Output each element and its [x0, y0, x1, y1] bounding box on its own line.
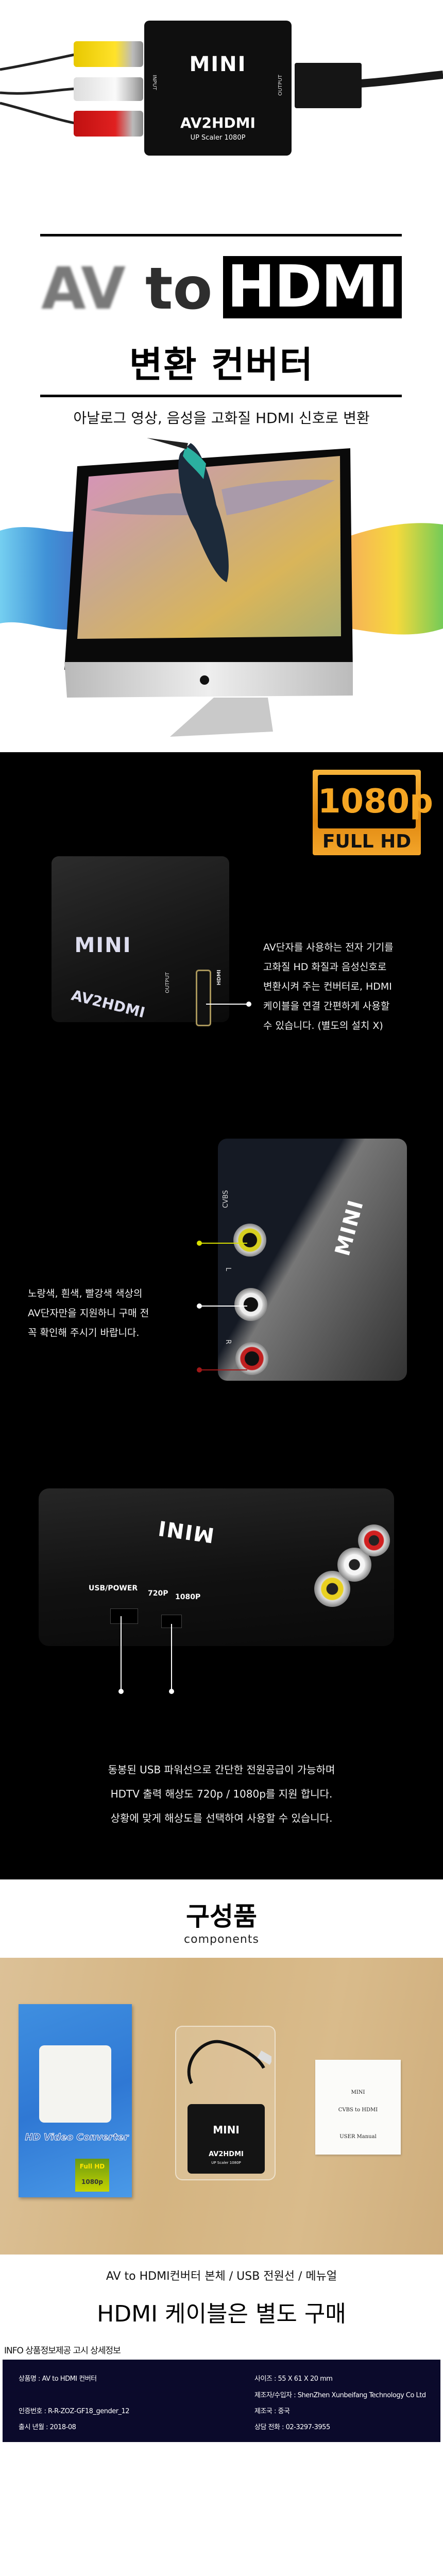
device-scaler: UP Scaler 1080P: [190, 134, 246, 142]
1080p-label: 1080P: [175, 1593, 201, 1601]
device-brand: MINI: [74, 934, 132, 957]
info-box: 상품명 : AV to HDMI 컨버터 인증번호 : R-R-ZOZ-GF18…: [3, 2360, 440, 2442]
hdmi-callout-line: [206, 1004, 247, 1005]
converter-side-view: CVBS L R MINI: [218, 1139, 407, 1381]
box-window: [39, 2045, 111, 2123]
manual-line: USER Manual: [339, 2134, 377, 2140]
hdmi-port-icon: [196, 970, 211, 1026]
badge-label: FULL HD: [322, 831, 412, 852]
usb-cable-icon: [187, 2040, 271, 2084]
switch-callout-dot: [169, 1689, 174, 1694]
components-subtitle: components: [184, 1933, 259, 1946]
usb-callout-line: [121, 1616, 122, 1691]
white-callout-dot: [197, 1303, 202, 1309]
info-phone: 상담 전화 : 02-3297-3955: [254, 2424, 330, 2431]
title-rule-bottom: [40, 395, 402, 397]
blister-tray: MINI AV2HDMI UP Scaler 1080P: [175, 2026, 276, 2180]
manual-line: CVBS to HDMI: [338, 2107, 378, 2113]
box-badge-bottom: 1080p: [81, 2178, 103, 2185]
output-label: OUTPUT: [165, 972, 171, 993]
box-badge: Full HD 1080p: [75, 2159, 109, 2192]
feature2-line: AV단자만을 지원하니 구매 전: [28, 1308, 149, 1319]
red-jack-icon: [358, 1524, 390, 1556]
info-cert-number: 인증번호 : R-R-ZOZ-GF18_gender_12: [19, 2408, 130, 2415]
device-brand: MINI: [189, 53, 247, 76]
full-hd-badge: 1080p FULL HD: [313, 770, 433, 855]
yellow-callout-dot: [197, 1241, 202, 1246]
feature3-line: HDTV 출력 해상도 720p / 1080p를 지원 합니다.: [110, 1788, 333, 1800]
device-brand: MINI: [330, 1197, 369, 1259]
cvbs-label: CVBS: [222, 1190, 230, 1208]
yellow-rca-plug: [74, 41, 143, 67]
feature2-text: 노랑색, 흰색, 빨강색 색상의 AV단자만을 지원하니 구매 전 꼭 확인해 …: [28, 1284, 149, 1343]
input-label: INPUT: [151, 75, 157, 90]
usb-port-icon: [110, 1608, 138, 1624]
components-title: 구성품: [186, 1902, 257, 1931]
box-badge-top: Full HD: [79, 2163, 105, 2170]
badge-resolution: 1080p: [318, 775, 433, 828]
user-manual: MINI CVBS to HDMI USER Manual: [315, 2060, 401, 2155]
white-rca-plug: [74, 77, 143, 101]
switch-callout-line: [171, 1624, 172, 1691]
info-product-name: 상품명 : AV to HDMI 컨버터: [19, 2375, 97, 2383]
hdmi-label: HDMI: [216, 970, 222, 986]
title-to: to: [145, 256, 213, 323]
feature2-line: 꼭 확인해 주시기 바랍니다.: [28, 1327, 140, 1338]
feature1-line: AV단자를 사용하는 전자 기기를: [263, 942, 394, 953]
device-brand: MINI: [156, 1515, 216, 1547]
feature1-line: 수 있습니다. (별도의 설치 X): [263, 1020, 383, 1031]
components-note: HDMI 케이블은 별도 구매: [97, 2301, 346, 2327]
box-text: HD Video Converter: [25, 2132, 129, 2143]
white-jack-icon: [234, 1288, 267, 1321]
feature1-line: 고화질 HD 화질과 음성신호로: [263, 961, 387, 973]
info-title: INFO 상품정보제공 고시 상세정보: [4, 2346, 121, 2356]
hdmi-plug: [295, 63, 362, 108]
info-manufacturer: 제조자/수입자 : ShenZhen Xunbeifang Technology…: [254, 2392, 426, 2399]
720p-label: 720P: [148, 1589, 168, 1598]
usb-callout-dot: [118, 1689, 124, 1694]
converter-bottom-view: MINI USB/POWER 720P 1080P: [39, 1488, 394, 1646]
title-subtitle: 아날로그 영상, 음성을 고화질 HDMI 신호로 변환: [73, 410, 370, 427]
monitor-hummingbird-image: [0, 438, 443, 737]
title-av: AV: [41, 256, 126, 323]
components-photo: HD Video Converter Full HD 1080p MINI AV…: [0, 1958, 443, 2255]
device-model: AV2HDMI: [209, 2150, 244, 2158]
feature3-line: 동봉된 USB 파워선으로 간단한 전원공급이 가능하며: [108, 1764, 335, 1776]
red-rca-plug: [74, 111, 143, 137]
converter-front-view: MINI AV2HDMI OUTPUT HDMI: [52, 856, 229, 1026]
av-cables-icon: [0, 53, 443, 125]
yellow-callout-line: [201, 1243, 247, 1244]
feature1-line: 케이블을 연결 간편하게 사용할: [263, 1001, 390, 1012]
manual-line: MINI: [351, 2090, 365, 2095]
red-callout-line: [201, 1369, 247, 1370]
tray-device: MINI AV2HDMI UP Scaler 1080P: [188, 2104, 265, 2174]
yellow-jack-icon: [233, 1224, 266, 1257]
output-label: OUTPUT: [278, 75, 283, 96]
components-list: AV to HDMI컨버터 본체 / USB 전원선 / 메뉴얼: [106, 2270, 337, 2283]
feature3-text: 동봉된 USB 파워선으로 간단한 전원공급이 가능하며 HDTV 출력 해상도…: [0, 1758, 443, 1831]
hdmi-callout-dot: [246, 1002, 251, 1007]
device-model: AV2HDMI: [180, 114, 255, 131]
feature1-line: 변환시켜 주는 컨버터로, HDMI: [263, 981, 392, 992]
device-brand: MINI: [213, 2124, 240, 2136]
feature2-line: 노랑색, 흰색, 빨강색 색상의: [28, 1288, 143, 1299]
feature3-line: 상황에 맞게 해상도를 선택하여 사용할 수 있습니다.: [110, 1812, 333, 1824]
usb-power-label: USB/POWER: [89, 1584, 138, 1592]
white-callout-line: [201, 1306, 247, 1307]
red-callout-dot: [197, 1367, 202, 1372]
hero-product-image: MINI AV2HDMI UP Scaler 1080P INPUT OUTPU…: [0, 0, 443, 165]
info-size: 사이즈 : 55 X 61 X 20 mm: [254, 2375, 333, 2383]
info-country: 제조국 : 중국: [254, 2408, 290, 2415]
info-release-date: 출시 년월 : 2018-08: [19, 2424, 76, 2431]
converter-device: MINI AV2HDMI UP Scaler 1080P INPUT OUTPU…: [144, 21, 292, 156]
device-model: AV2HDMI: [70, 986, 147, 1022]
product-box: HD Video Converter Full HD 1080p: [19, 2004, 132, 2197]
r-label: R: [224, 1340, 232, 1345]
device-scaler: UP Scaler 1080P: [211, 2161, 241, 2165]
title-hdmi: HDMI: [223, 256, 402, 318]
title-korean: 변환 컨버터: [129, 344, 314, 386]
feature1-text: AV단자를 사용하는 전자 기기를 고화질 HD 화질과 음성신호로 변환시켜 …: [263, 938, 394, 1036]
title-rule-top: [40, 234, 402, 236]
l-label: L: [224, 1267, 232, 1272]
